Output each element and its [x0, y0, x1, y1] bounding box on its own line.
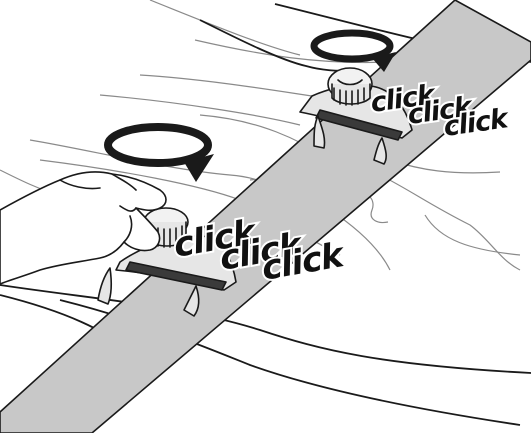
rotate-clockwise-arrow-icon — [314, 33, 396, 72]
rotate-clockwise-arrow-icon — [108, 127, 214, 182]
